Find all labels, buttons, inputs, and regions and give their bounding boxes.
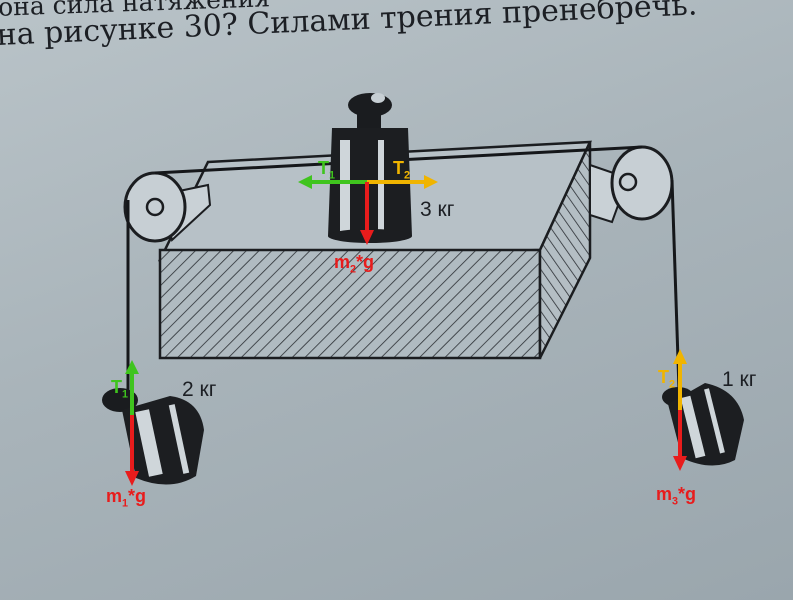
t1-left-arrow — [125, 360, 139, 415]
force-label-t1-left: T1 — [111, 377, 129, 401]
g-right-arrow — [673, 410, 687, 471]
force-arrows — [125, 175, 687, 486]
force-label-t2-top: T2 — [393, 158, 411, 182]
g-center-arrow — [360, 182, 374, 245]
force-label-g-left: m1*g — [106, 486, 147, 510]
mass-label-right: 1 кг — [722, 368, 757, 391]
mass-label-center: 3 кг — [420, 198, 455, 221]
t2-top-arrow — [367, 175, 438, 189]
t1-top-arrow — [298, 175, 367, 189]
table-side-face — [538, 141, 592, 359]
force-label-t1-top: T1 — [318, 158, 336, 182]
force-label-g-center: m2*g — [334, 252, 375, 276]
force-label-t2-right: T2 — [658, 367, 676, 391]
right-weight — [662, 383, 744, 466]
mass-label-left: 2 кг — [182, 378, 217, 401]
t2-right-arrow — [673, 349, 687, 410]
force-label-g-right: m3*g — [656, 484, 697, 508]
table-front-face — [158, 248, 542, 360]
left-weight — [102, 388, 204, 485]
right-pulley — [610, 145, 674, 221]
g-left-arrow — [125, 415, 139, 486]
left-pulley — [123, 171, 187, 243]
